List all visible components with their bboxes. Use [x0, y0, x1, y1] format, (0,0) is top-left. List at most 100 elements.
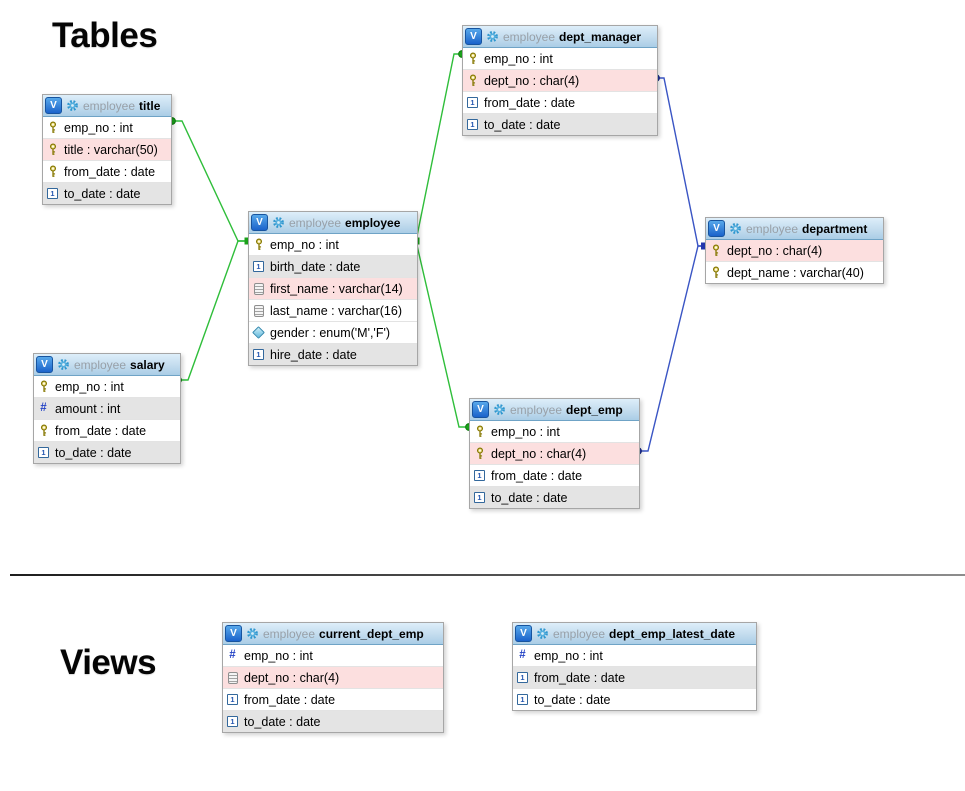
- table-header[interactable]: V employee current_dept_emp: [223, 623, 443, 645]
- table-row: dept_name : varchar(40): [706, 261, 883, 283]
- table-row: dept_no : char(4): [223, 666, 443, 688]
- table-row: dept_no : char(4): [706, 240, 883, 261]
- column-label: from_date : date: [55, 423, 147, 438]
- table-card-employee[interactable]: V employee employee emp_no : int birth_d…: [248, 211, 418, 366]
- table-card-dept-manager[interactable]: V employee dept_manager emp_no : int dep…: [462, 25, 658, 136]
- key-icon: [37, 380, 50, 393]
- table-row: dept_no : char(4): [463, 69, 657, 91]
- table-header[interactable]: V employee salary: [34, 354, 180, 376]
- column-label: from_date : date: [484, 95, 576, 110]
- table-row: birth_date : date: [249, 255, 417, 277]
- column-label: to_date : date: [64, 186, 141, 201]
- view-badge-icon: V: [45, 97, 62, 114]
- schema-name: employee: [553, 626, 606, 641]
- schema-name: employee: [510, 402, 563, 417]
- table-name: dept_emp_latest_date: [609, 626, 736, 641]
- gear-icon[interactable]: [272, 216, 285, 229]
- section-divider: [10, 574, 965, 576]
- view-card-dept-emp-latest-date[interactable]: V employee dept_emp_latest_date emp_no :…: [512, 622, 757, 711]
- table-name: employee: [345, 215, 401, 230]
- gear-icon[interactable]: [486, 30, 499, 43]
- column-label: emp_no : int: [491, 424, 560, 439]
- table-name: department: [802, 221, 868, 236]
- table-row: from_date : date: [223, 688, 443, 710]
- schema-name: employee: [74, 357, 127, 372]
- gear-icon[interactable]: [536, 627, 549, 640]
- table-header[interactable]: V employee employee: [249, 212, 417, 234]
- gear-icon[interactable]: [493, 403, 506, 416]
- column-label: emp_no : int: [64, 120, 133, 135]
- table-card-title[interactable]: V employee title emp_no : int title : va…: [42, 94, 172, 205]
- view-card-current-dept-emp[interactable]: V employee current_dept_emp emp_no : int…: [222, 622, 444, 733]
- table-row: gender : enum('M','F'): [249, 321, 417, 343]
- schema-name: employee: [289, 215, 342, 230]
- table-name: title: [139, 98, 161, 113]
- column-label: dept_no : char(4): [727, 243, 823, 258]
- table-row: to_date : date: [223, 710, 443, 732]
- schema-name: employee: [83, 98, 136, 113]
- date-icon: [466, 119, 479, 130]
- text-icon: [252, 304, 265, 317]
- date-icon: [516, 672, 529, 683]
- table-row: to_date : date: [463, 113, 657, 135]
- table-row: emp_no : int: [34, 376, 180, 397]
- view-badge-icon: V: [708, 220, 725, 237]
- key-icon: [473, 425, 486, 438]
- table-row: from_date : date: [470, 464, 639, 486]
- tables-heading: Tables: [52, 16, 158, 55]
- column-label: first_name : varchar(14): [270, 281, 403, 296]
- gear-icon[interactable]: [57, 358, 70, 371]
- date-icon: [516, 694, 529, 705]
- table-row: to_date : date: [470, 486, 639, 508]
- column-label: emp_no : int: [484, 51, 553, 66]
- table-row: to_date : date: [513, 688, 756, 710]
- relation-line-title-employee: [172, 120, 248, 242]
- column-label: to_date : date: [244, 714, 321, 729]
- table-row: emp_no : int: [223, 645, 443, 666]
- key-icon: [709, 244, 722, 257]
- gear-icon[interactable]: [729, 222, 742, 235]
- key-icon: [46, 165, 59, 178]
- table-row: last_name : varchar(16): [249, 299, 417, 321]
- table-name: dept_emp: [566, 402, 623, 417]
- column-label: emp_no : int: [534, 648, 603, 663]
- number-icon: [226, 650, 239, 661]
- table-row: to_date : date: [43, 182, 171, 204]
- table-card-dept-emp[interactable]: V employee dept_emp emp_no : int dept_no…: [469, 398, 640, 509]
- column-label: dept_no : char(4): [491, 446, 587, 461]
- view-badge-icon: V: [251, 214, 268, 231]
- date-icon: [473, 492, 486, 503]
- table-header[interactable]: V employee dept_emp: [470, 399, 639, 421]
- table-row: from_date : date: [513, 666, 756, 688]
- column-label: last_name : varchar(16): [270, 303, 403, 318]
- date-icon: [473, 470, 486, 481]
- relation-line-dept-emp-department: [638, 245, 705, 452]
- column-label: title : varchar(50): [64, 142, 158, 157]
- gear-icon[interactable]: [246, 627, 259, 640]
- table-header[interactable]: V employee dept_manager: [463, 26, 657, 48]
- table-header[interactable]: V employee title: [43, 95, 171, 117]
- table-header[interactable]: V employee dept_emp_latest_date: [513, 623, 756, 645]
- column-label: from_date : date: [244, 692, 336, 707]
- column-label: dept_no : char(4): [244, 670, 340, 685]
- table-name: salary: [130, 357, 165, 372]
- key-icon: [46, 143, 59, 156]
- table-row: amount : int: [34, 397, 180, 419]
- gear-icon[interactable]: [66, 99, 79, 112]
- table-card-department[interactable]: V employee department dept_no : char(4) …: [705, 217, 884, 284]
- table-header[interactable]: V employee department: [706, 218, 883, 240]
- column-label: to_date : date: [484, 117, 561, 132]
- column-label: to_date : date: [491, 490, 568, 505]
- column-label: birth_date : date: [270, 259, 361, 274]
- table-row: emp_no : int: [43, 117, 171, 138]
- number-icon: [37, 403, 50, 414]
- key-icon: [709, 266, 722, 279]
- column-label: emp_no : int: [244, 648, 313, 663]
- table-card-salary[interactable]: V employee salary emp_no : int amount : …: [33, 353, 181, 464]
- text-icon: [252, 282, 265, 295]
- column-label: hire_date : date: [270, 347, 357, 362]
- view-badge-icon: V: [515, 625, 532, 642]
- column-label: gender : enum('M','F'): [270, 325, 391, 340]
- column-label: emp_no : int: [55, 379, 124, 394]
